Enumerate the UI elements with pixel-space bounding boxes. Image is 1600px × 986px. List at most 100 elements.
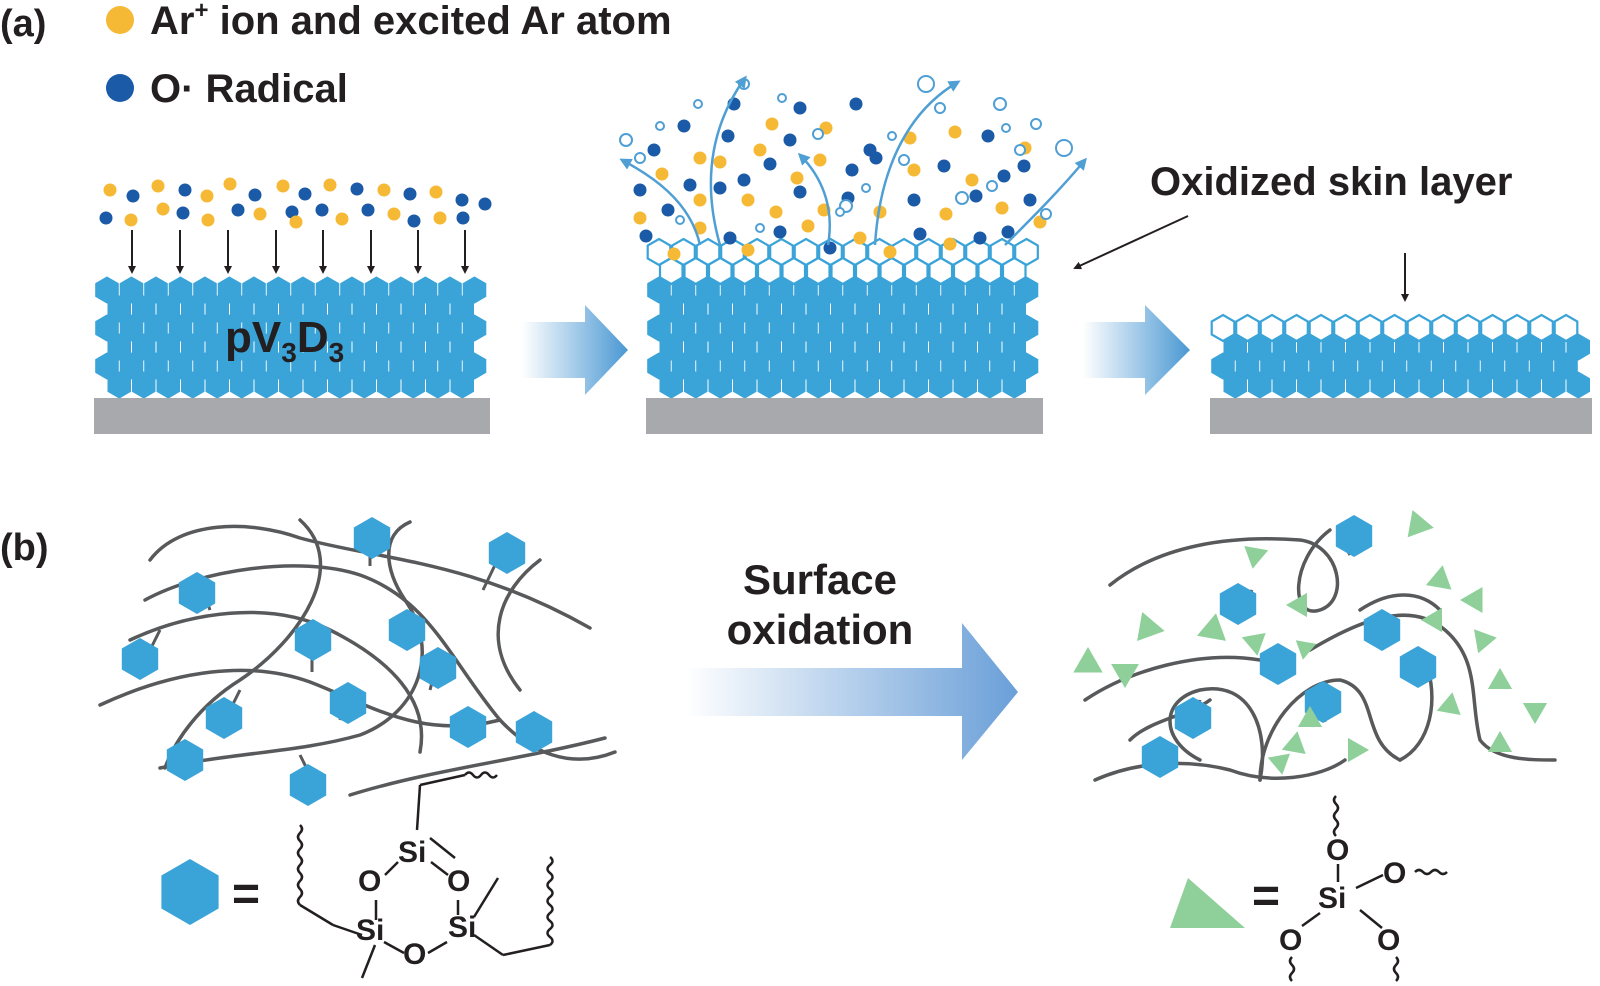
siloxane-hexagon (659, 295, 683, 323)
siloxane-hexagon (941, 314, 965, 342)
siloxane-hexagon (818, 276, 843, 304)
ar-particle (103, 183, 117, 197)
ar-particle (201, 213, 215, 227)
siloxane-hexagon (1235, 352, 1260, 380)
silica-triangle (1281, 731, 1306, 754)
ring-o-left: O (358, 865, 381, 898)
ring-equals-sign: = (232, 868, 260, 921)
siloxane-hexagon (450, 295, 474, 323)
siloxane-hexagon (462, 314, 487, 342)
siloxane-hexagon (217, 276, 242, 304)
siloxane-hexagon (1542, 333, 1566, 361)
oxidized-hexagon-outline (928, 256, 954, 286)
siloxane-ring (353, 517, 391, 559)
siloxane-ring (488, 532, 526, 574)
siloxane-hexagon (659, 333, 683, 361)
siloxane-hexagon (1358, 352, 1382, 380)
siloxane-hexagon (855, 295, 879, 323)
volatile-fragment (619, 133, 633, 147)
etched-particles (619, 75, 1073, 261)
oxidized-hexagon-outline (658, 256, 684, 286)
siloxane-hexagon (1272, 333, 1296, 361)
siloxane-hexagon (1211, 352, 1235, 380)
siloxane-hexagon (1407, 352, 1431, 380)
volatile-fragment (755, 223, 765, 233)
siloxane-hexagon (132, 295, 156, 323)
siloxane-hexagon (291, 352, 315, 380)
siloxane-hexagon (671, 276, 696, 304)
siloxane-hexagon (806, 333, 830, 361)
ar-particle (713, 155, 727, 169)
siloxane-hexagon (230, 295, 254, 323)
silica-triangle (1487, 668, 1513, 689)
o-radical (126, 189, 140, 203)
ar-particle (377, 183, 391, 197)
skin-layer-label: Oxidized skin layer (1150, 160, 1512, 204)
o-radical (1017, 159, 1031, 173)
siloxane-hexagon (205, 333, 229, 361)
siloxane-hexagon (401, 295, 425, 323)
siloxane-hexagon (413, 352, 438, 380)
bombardment-arrows (128, 230, 469, 274)
siloxane-hexagon (647, 276, 671, 304)
substrate-3 (1210, 398, 1592, 434)
siloxane-hexagon (745, 314, 769, 342)
ar-particle (790, 171, 804, 185)
oxidized-hexagon-outline (781, 256, 807, 286)
substrate-1 (94, 398, 490, 434)
oxidized-hexagon-outline (830, 256, 856, 286)
silica-o-top: O (1326, 834, 1349, 867)
siloxane-hexagon (119, 276, 144, 304)
siloxane-hexagon (794, 352, 818, 380)
ar-particle (151, 179, 165, 193)
siloxane-hexagon (1346, 333, 1370, 361)
silica-units-after (1073, 510, 1548, 775)
panel-a-label: (a) (0, 3, 46, 45)
siloxane-hexagon (377, 333, 401, 361)
o-radical (793, 185, 807, 199)
siloxane-hexagon (119, 314, 144, 342)
silica-o-right: O (1383, 857, 1406, 890)
siloxane-hexagon (389, 314, 413, 342)
ring-si-top: Si (398, 836, 426, 869)
siloxane-hexagon (1468, 333, 1492, 361)
volatile-fragment (986, 180, 998, 192)
siloxane-hexagon (794, 314, 818, 342)
o-radical (683, 178, 697, 192)
cyclotrisiloxane-structure: Si O O Si Si O (296, 771, 554, 979)
siloxane-hexagon (745, 352, 769, 380)
oxidized-hexagon-outline (1480, 313, 1505, 343)
siloxane-hexagon (904, 333, 928, 361)
oxidized-hexagon-outline (1504, 313, 1530, 343)
siloxane-hexagon (1493, 333, 1517, 361)
silica-si-center: Si (1318, 882, 1346, 915)
o-radical (793, 101, 807, 115)
siloxane-hexagon (1333, 352, 1358, 380)
ar-particle (200, 189, 214, 203)
oxidized-hexagon-outline (977, 256, 1003, 286)
siloxane-hexagon (867, 276, 892, 304)
siloxane-hexagon (254, 333, 278, 361)
siloxane-hexagon (843, 314, 867, 342)
o-radical (721, 129, 735, 143)
ring-legend-hexagon (161, 859, 219, 925)
siloxane-hexagon (904, 295, 928, 323)
siloxane-ring (205, 697, 243, 739)
siloxane-hexagon (193, 314, 217, 342)
siloxane-hexagon (119, 352, 144, 380)
o-radical (647, 143, 661, 157)
siloxane-hexagon (1297, 333, 1321, 361)
silica-triangle (1487, 731, 1513, 752)
oxidized-hexagon-outline (879, 256, 905, 286)
silica-tetrahedral-structure: O O Si O O (1279, 795, 1448, 982)
oxidized-hexagon-outline (1235, 313, 1260, 343)
silica-triangle (1137, 612, 1165, 641)
siloxane-hexagon (217, 314, 242, 342)
siloxane-hexagon (401, 333, 425, 361)
siloxane-hexagon (1014, 352, 1039, 380)
o-radical (981, 129, 995, 143)
ar-particle (801, 219, 815, 233)
oxidized-hexagon-outline (756, 256, 782, 286)
stage-1: pV3D3 (94, 177, 492, 434)
substrate-2 (646, 398, 1043, 434)
